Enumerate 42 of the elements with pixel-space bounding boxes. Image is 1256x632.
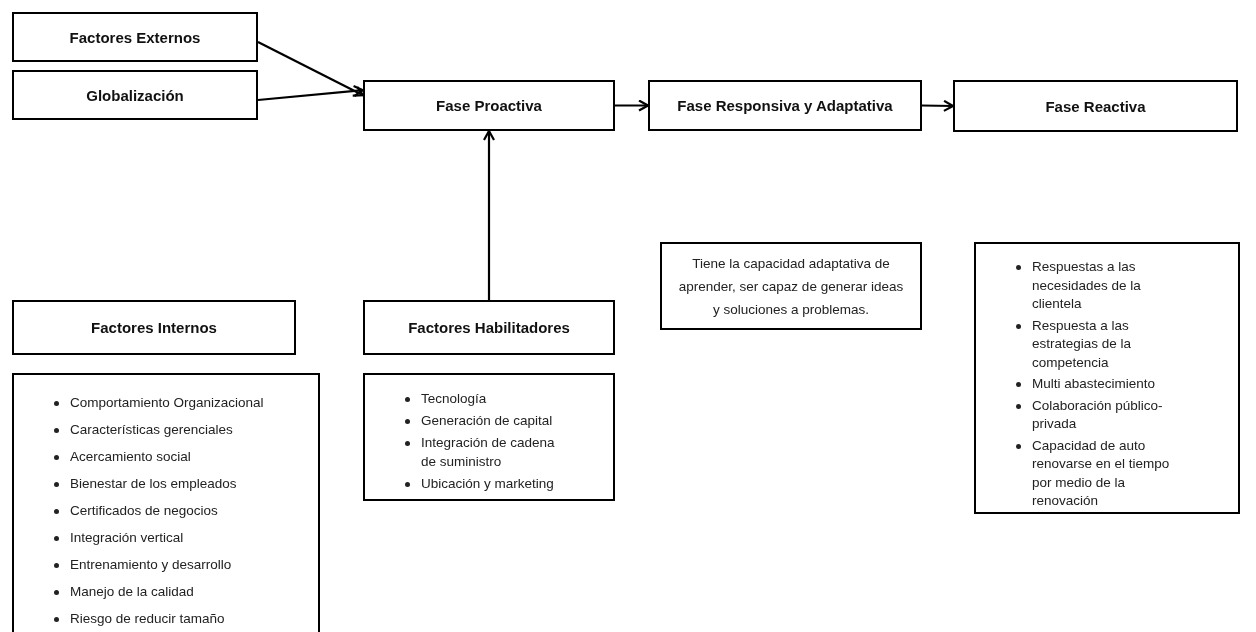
list-item: Respuestas a las necesidades de la clientela [1032,259,1141,311]
text-box [363,373,615,501]
process-box [953,80,1238,132]
text-box [974,242,1240,514]
box-title: Factores Internos [91,319,217,336]
process-box [363,300,615,355]
box-title: Factores Externos [69,28,201,46]
process-box [363,80,615,131]
process-box [12,70,258,120]
arrow [922,99,955,112]
box-title: Factores Habilitadores [408,319,570,336]
arrow [257,84,365,102]
process-box [12,300,296,355]
process-box [648,80,922,131]
list-item: Capacidad de auto renovarse en el tiempo por medio de la renovación [1032,437,1170,508]
list-item: Acercamiento social [70,449,191,464]
text-box [12,373,320,632]
box-title: Fase Reactiva [1045,97,1146,115]
list-item: Multi abastecimiento [1032,376,1156,391]
list-item: Colaboración público-privada [1032,397,1163,431]
description-text: Tiene la capacidad adaptativa de aprender, ser capaz de generar ideas y soluciones a problemas. [677,254,905,319]
box-title: Globalización [86,86,184,104]
list-item: Tecnología [421,391,487,406]
list-item: Comportamiento Organizacional [70,395,264,410]
arrow [615,99,650,112]
box-title: Fase Responsiva y Adaptativa [677,97,893,114]
list-item: Bienestar de los empleados [70,476,237,491]
text-box [660,242,922,330]
list-item: Entrenamiento y desarrollo [70,557,232,572]
list-item: Características gerenciales [70,422,233,437]
list-item: Generación de capital [421,413,553,428]
arrow [482,129,496,300]
arrow [257,41,365,97]
list-item: Ubicación y marketing [421,476,554,491]
list-item: Integración vertical [70,530,184,545]
process-box [12,12,258,62]
list-item: Certificados de negocios [70,503,218,518]
list-item: Respuesta a las estrategias de la competencia [1032,317,1132,370]
list-item: Integración de cadena de suministro [421,435,555,469]
list-item: Riesgo de reducir tamaño [70,611,225,626]
box-title: Fase Proactiva [436,97,542,114]
list-item: Manejo de la calidad [70,584,194,599]
